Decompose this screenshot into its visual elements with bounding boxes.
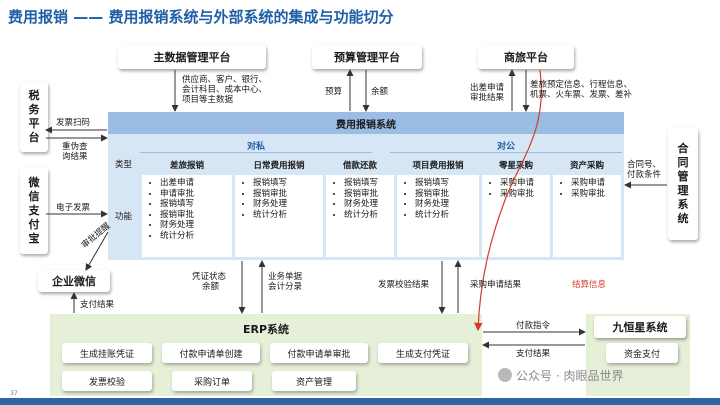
- business-docs-label: 业务单据 会计分录: [268, 272, 303, 292]
- type-label: 类型: [115, 160, 133, 170]
- list-item: 统计分析: [253, 210, 323, 221]
- list-item: 报销填写: [344, 178, 394, 189]
- verify-result-label: 重伪查 询结果: [62, 142, 88, 162]
- payment-result-right-label: 支付结果: [516, 349, 551, 359]
- travel-out-label: 出差申请 审批结果: [470, 83, 505, 103]
- list-item: 财务处理: [344, 199, 394, 210]
- watermark-text: 公众号 · 肉眼品世界: [516, 369, 624, 383]
- list-item: 报销填写: [415, 178, 479, 189]
- purchase-approval-result-label: 采购申请结果: [470, 280, 522, 290]
- col-header-sporadic: 零星采购: [482, 157, 550, 173]
- private-divider: [140, 152, 372, 153]
- tax-platform-box: 税务平台: [20, 82, 48, 152]
- list-item: 统计分析: [415, 210, 479, 221]
- erp-func-box: 付款申请单创建: [162, 343, 260, 363]
- col-list-travel: 出差申请 申请审批 报销填写 报销审批 财务处理 统计分析: [142, 175, 232, 257]
- expense-system-title: 费用报销系统: [108, 112, 624, 134]
- col-list-loan: 报销填写 报销审批 财务处理 统计分析: [326, 175, 394, 257]
- jhx-system-box: 九恒星系统: [594, 316, 686, 338]
- list-item: 申请审批: [160, 189, 232, 200]
- list-item: 统计分析: [344, 210, 394, 221]
- list-item: 出差申请: [160, 178, 232, 189]
- erp-func-box: 资产管理: [272, 371, 356, 391]
- erp-func-box: 生成支付凭证: [378, 343, 468, 363]
- erp-system-title: ERP系统: [242, 323, 290, 336]
- section-private: 对私: [246, 142, 265, 152]
- list-item: 报销填写: [253, 178, 323, 189]
- payment-instruction-label: 付款指令: [516, 321, 551, 331]
- voucher-status-label: 凭证状态 余额: [192, 272, 227, 292]
- wechat-alipay-box: 微信支付宝: [20, 168, 48, 254]
- e-invoice-label: 电子发票: [56, 203, 91, 213]
- list-item: 采购申请: [500, 178, 550, 189]
- col-list-project: 报销填写 报销审批 财务处理 统计分析: [397, 175, 479, 257]
- erp-func-box: 发票校验: [62, 371, 152, 391]
- travel-platform-box: 商旅平台: [478, 45, 574, 69]
- erp-func-box: 付款申请单审批: [270, 343, 368, 363]
- enterprise-wechat-box: 企业微信: [38, 270, 110, 292]
- section-public: 对公: [496, 142, 515, 152]
- list-item: 采购审批: [500, 189, 550, 200]
- wechat-logo-icon: [498, 368, 512, 382]
- page-number: 37: [10, 390, 18, 397]
- contract-in-label: 合同号、 付款条件: [627, 160, 662, 180]
- invoice-check-result-label: 发票校验结果: [378, 280, 430, 290]
- col-header-asset: 资产采购: [553, 157, 621, 173]
- settlement-info-label: 结算信息: [572, 280, 607, 290]
- jhx-func-box: 资金支付: [606, 343, 678, 363]
- contract-system-box: 合同管理系统: [668, 128, 698, 240]
- list-item: 报销填写: [160, 199, 232, 210]
- travel-in-label: 差旅预定信息、行程信息、 机票、火车票、发票、差补: [530, 80, 633, 100]
- erp-func-box: 生成挂账凭证: [62, 343, 152, 363]
- list-item: 报销审批: [160, 210, 232, 221]
- payment-result-left-label: 支付结果: [80, 300, 115, 310]
- col-list-daily: 报销填写 报销审批 财务处理 统计分析: [235, 175, 323, 257]
- list-item: 采购申请: [571, 178, 621, 189]
- list-item: 统计分析: [160, 231, 232, 242]
- col-list-asset: 采购申请 采购审批: [553, 175, 621, 257]
- list-item: 财务处理: [415, 199, 479, 210]
- list-item: 报销审批: [253, 189, 323, 200]
- budget-in-label: 余额: [371, 87, 389, 97]
- function-label: 功能: [115, 212, 133, 222]
- list-item: 采购审批: [571, 189, 621, 200]
- list-item: 财务处理: [253, 199, 323, 210]
- col-header-travel: 差旅报销: [142, 157, 232, 173]
- budget-out-label: 预算: [325, 87, 343, 97]
- col-header-daily: 日常费用报销: [235, 157, 323, 173]
- list-item: 报销审批: [344, 189, 394, 200]
- invoice-scan-label: 发票扫码: [56, 118, 91, 128]
- page-title: 费用报销 —— 费用报销系统与外部系统的集成与功能切分: [8, 8, 394, 26]
- col-header-project: 项目费用报销: [397, 157, 479, 173]
- col-list-sporadic: 采购申请 采购审批: [482, 175, 550, 257]
- erp-func-box: 采购订单: [172, 371, 252, 391]
- mdm-platform-box: 主数据管理平台: [118, 45, 266, 69]
- col-header-loan: 借款还款: [326, 157, 394, 173]
- footer-bar: [0, 398, 720, 405]
- public-divider: [390, 152, 622, 153]
- mdm-data-label: 供应商、客户、银行、 会计科目、成本中心、 项目等主数据: [182, 75, 268, 105]
- budget-platform-box: 预算管理平台: [312, 45, 422, 69]
- list-item: 报销审批: [415, 189, 479, 200]
- list-item: 财务处理: [160, 220, 232, 231]
